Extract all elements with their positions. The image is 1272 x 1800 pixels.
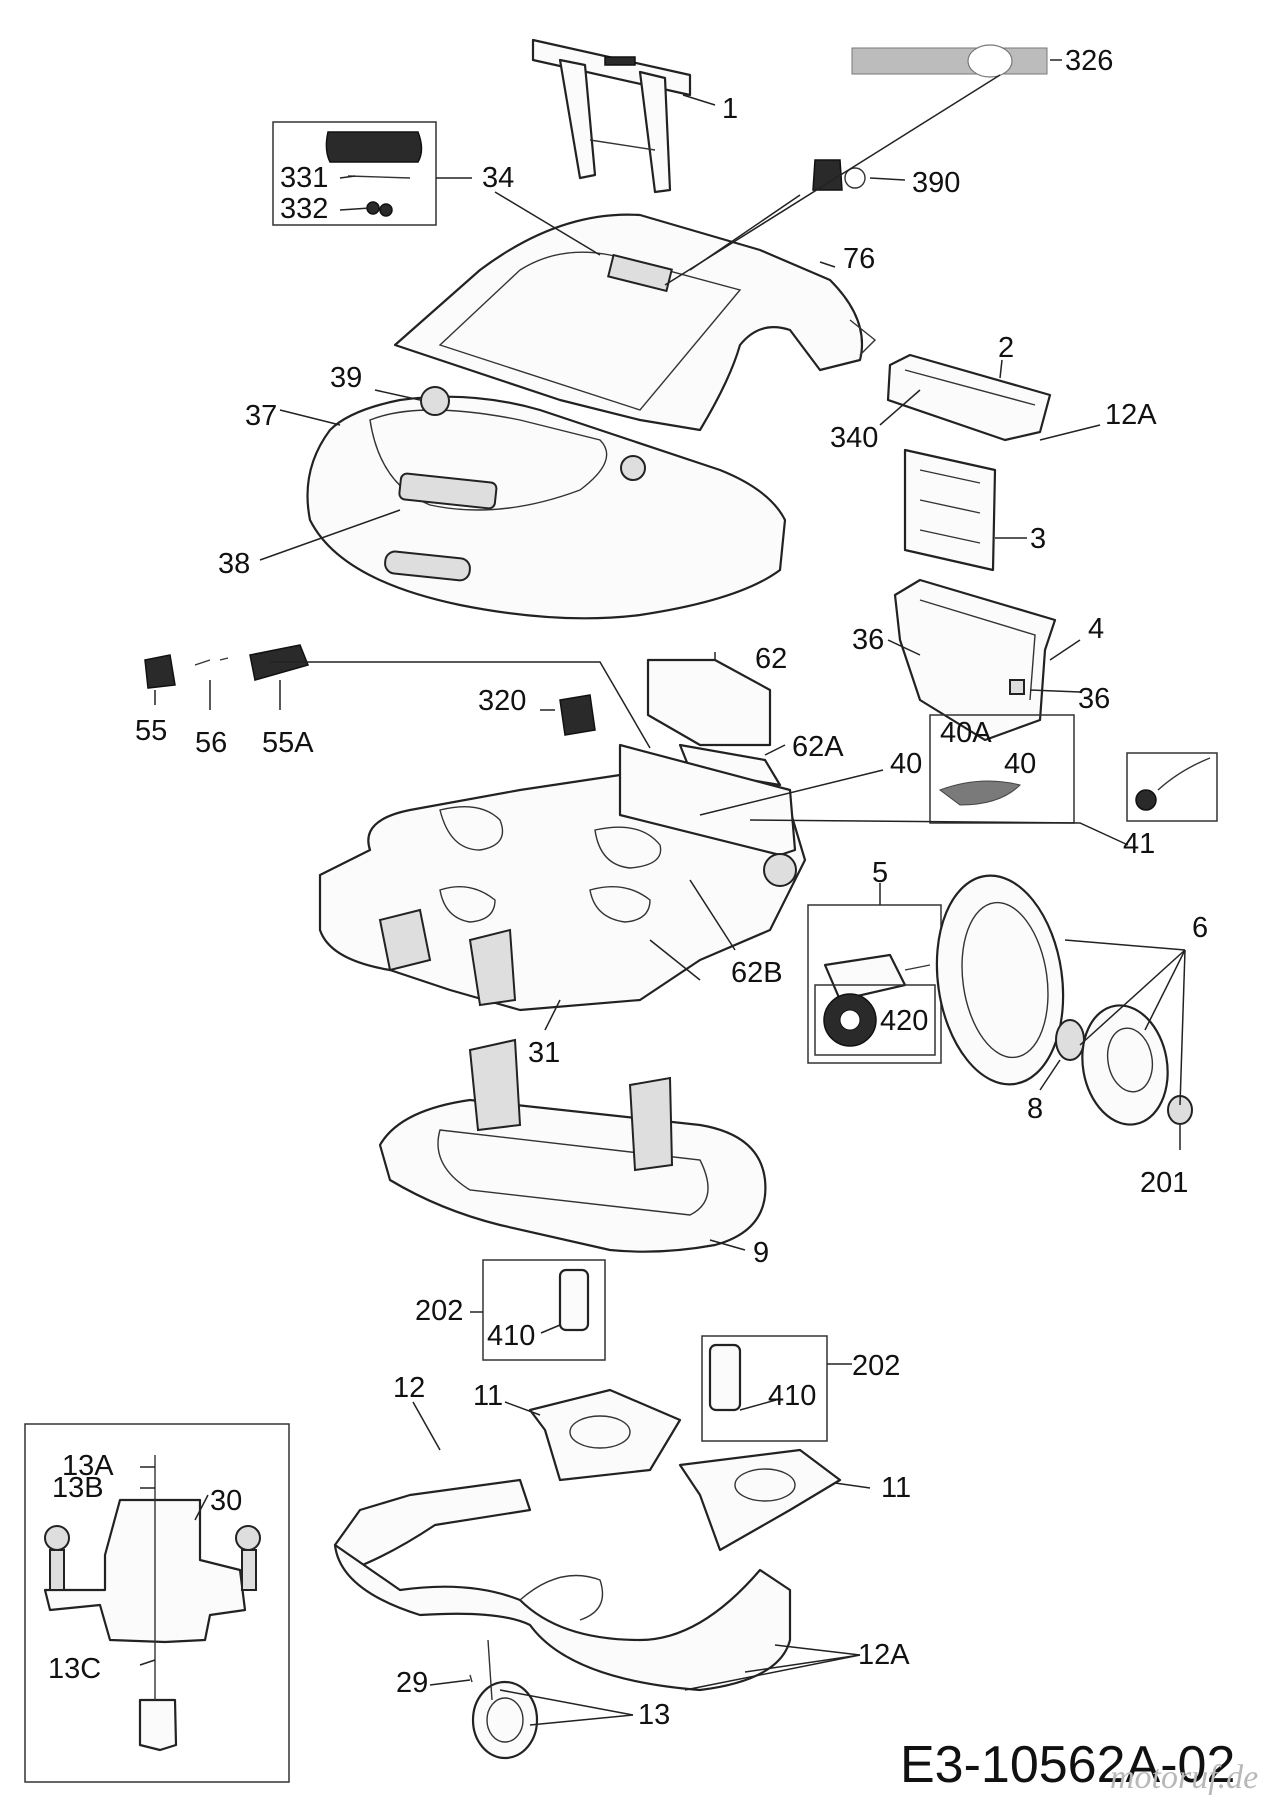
- part-deck: [378, 1038, 767, 1253]
- callout-326: 326: [1065, 45, 1113, 77]
- callout-76: 76: [843, 243, 875, 275]
- part-pad-62: [646, 658, 772, 747]
- part-body-shell: [306, 386, 787, 620]
- callout-29: 29: [396, 1667, 428, 1699]
- callout-420: 420: [880, 1005, 928, 1037]
- callout-13A: 13A: [62, 1450, 114, 1482]
- callout-8: 8: [1027, 1093, 1043, 1125]
- part-handle: [531, 38, 692, 194]
- part-circuit-board: [903, 448, 997, 572]
- part-motor-box-202-b: [701, 1335, 828, 1442]
- callout-56: 56: [195, 727, 227, 759]
- callout-410-b: 410: [768, 1380, 816, 1412]
- callout-12A-top: 12A: [1105, 399, 1157, 431]
- callout-34: 34: [482, 162, 514, 194]
- part-top-cover: [393, 213, 877, 432]
- callout-38: 38: [218, 548, 250, 580]
- part-box-41: [1126, 752, 1218, 822]
- callout-201: 201: [1140, 1167, 1188, 1199]
- callout-320: 320: [478, 685, 526, 717]
- callout-41: 41: [1123, 828, 1155, 860]
- callout-410-a: 410: [487, 1320, 535, 1352]
- part-electronics-housing: [893, 578, 1057, 742]
- part-motor-box-5: [807, 904, 942, 1064]
- part-front-guard: [333, 1478, 792, 1692]
- callout-36-a: 36: [852, 624, 884, 656]
- callout-62: 62: [755, 643, 787, 675]
- part-motor-box-202-a: [482, 1259, 606, 1361]
- part-panel-cover: [886, 353, 1052, 442]
- callout-37: 37: [245, 400, 277, 432]
- watermark: motoruf.de: [1110, 1759, 1258, 1796]
- callout-202-a: 202: [415, 1295, 463, 1327]
- part-label-strip: [851, 44, 1048, 78]
- callout-5: 5: [872, 857, 888, 889]
- callout-36-b: 36: [1078, 683, 1110, 715]
- callout-13: 13: [638, 1699, 670, 1731]
- callout-390: 390: [912, 167, 960, 199]
- callout-13C: 13C: [48, 1653, 101, 1685]
- part-chassis: [318, 743, 807, 1012]
- callout-11-a: 11: [473, 1380, 503, 1412]
- callout-40: 40: [890, 748, 922, 780]
- part-knob: [812, 159, 866, 191]
- callout-4: 4: [1088, 613, 1104, 645]
- callout-labels: 1 326 331 34 332 390 76 39 37 2 12A 340 …: [48, 45, 1208, 1731]
- callout-9: 9: [753, 1237, 769, 1269]
- callout-6: 6: [1192, 912, 1208, 944]
- callout-3: 3: [1030, 523, 1046, 555]
- callout-62B: 62B: [731, 957, 783, 989]
- callout-331: 331: [280, 162, 328, 194]
- callout-2: 2: [998, 332, 1014, 364]
- callout-40A: 40A: [940, 717, 992, 749]
- callout-11-b: 11: [881, 1472, 911, 1504]
- callout-31: 31: [528, 1037, 560, 1069]
- part-plug-320: [559, 694, 596, 736]
- callout-55: 55: [135, 715, 167, 747]
- callout-13B: 13B: [52, 1472, 104, 1504]
- callout-202-b: 202: [852, 1350, 900, 1382]
- part-blade-carrier: [528, 1388, 842, 1552]
- callout-1: 1: [722, 93, 738, 125]
- callout-55A: 55A: [262, 727, 314, 759]
- part-caster-wheel: [469, 1639, 539, 1760]
- callout-30: 30: [210, 1485, 242, 1517]
- callout-340: 340: [830, 422, 878, 454]
- callout-12A-bottom: 12A: [858, 1639, 910, 1671]
- callout-332: 332: [280, 193, 328, 225]
- callout-40-box: 40: [1004, 748, 1036, 780]
- part-swivel-box-30: [24, 1423, 290, 1783]
- callout-39: 39: [330, 362, 362, 394]
- callout-62A: 62A: [792, 731, 844, 763]
- diagram-code: E3-10562A-02: [900, 1736, 1235, 1794]
- callout-12: 12: [393, 1372, 425, 1404]
- part-small-parts-55: [144, 644, 310, 689]
- part-kit-box-331-332: [272, 121, 437, 226]
- part-drive-wheel: [935, 874, 1193, 1126]
- leader-lines: [139, 59, 1186, 1726]
